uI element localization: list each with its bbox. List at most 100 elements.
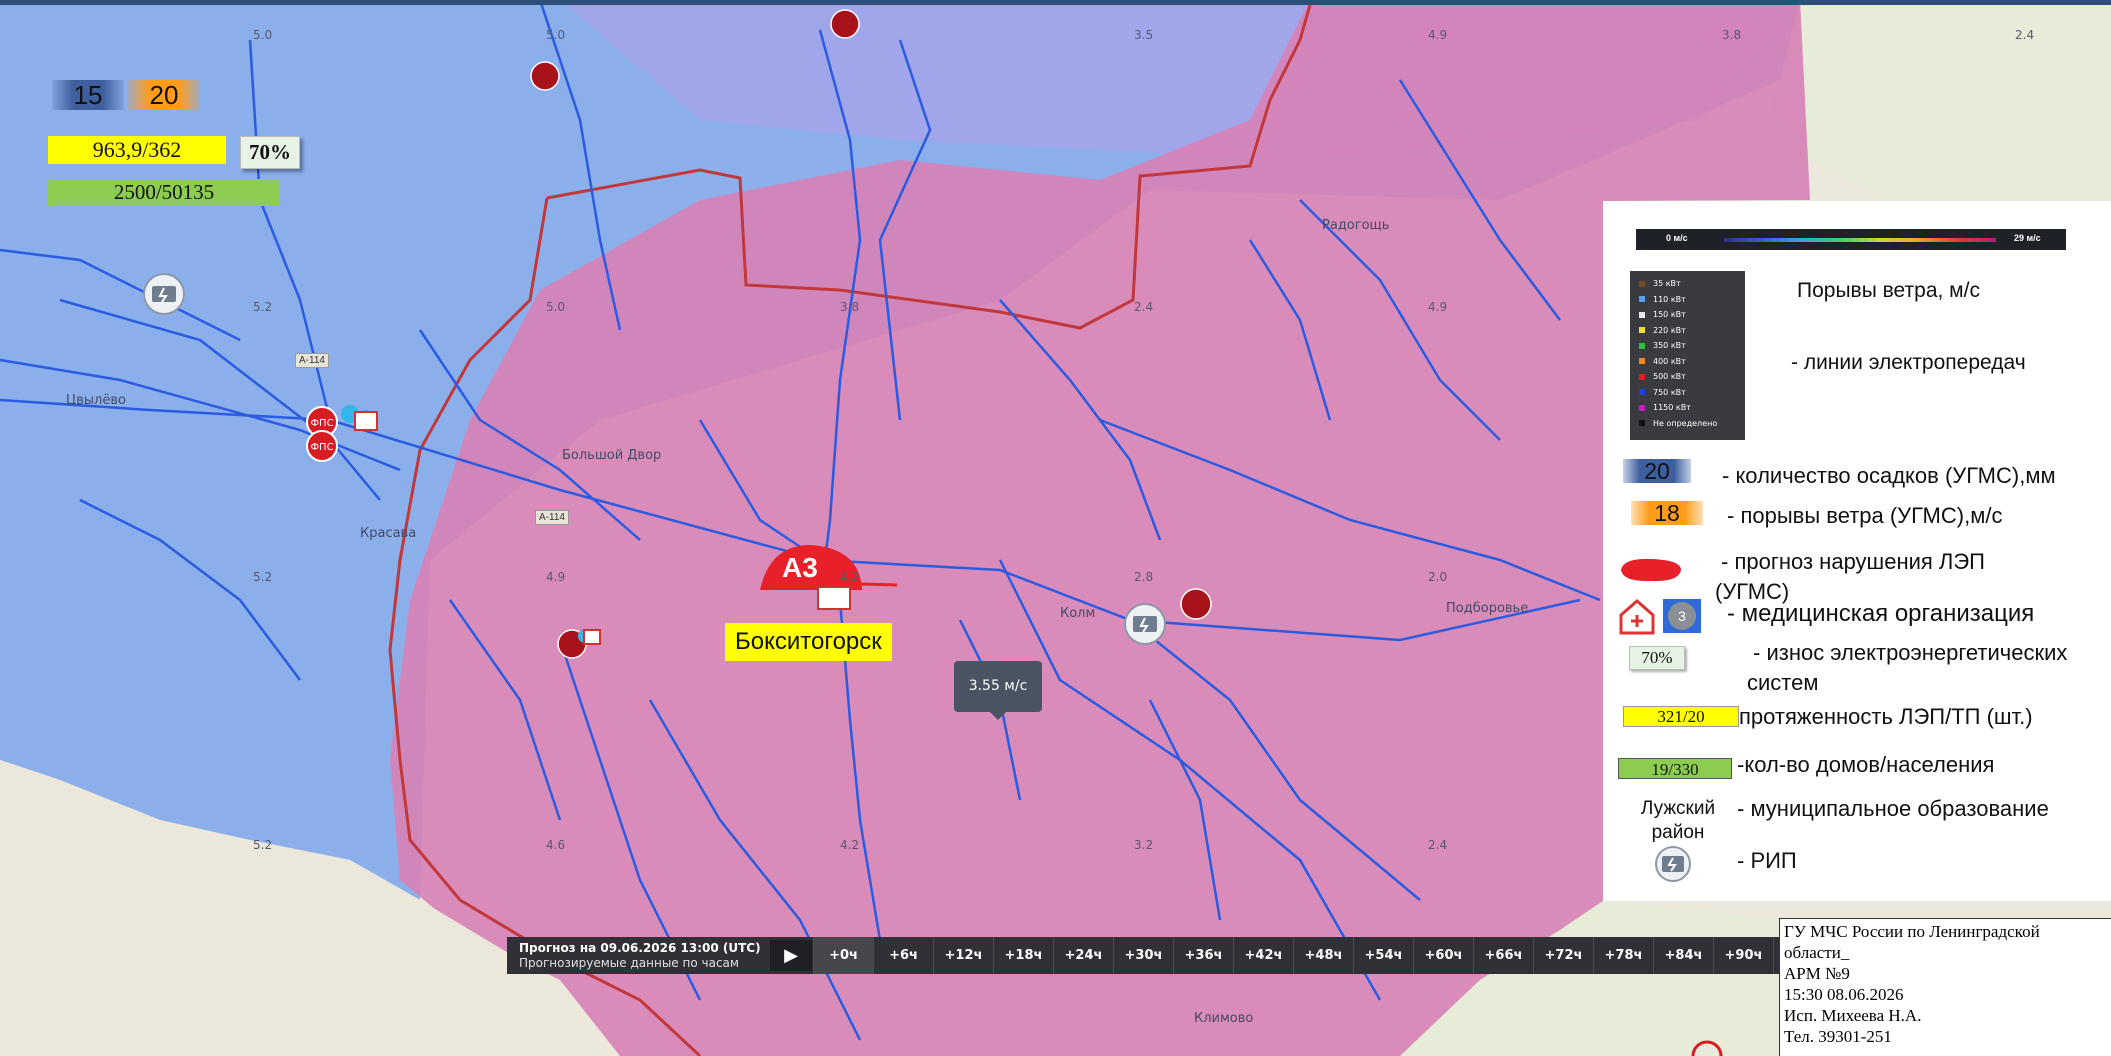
- timeline-step[interactable]: +48ч: [1293, 937, 1353, 974]
- lep-level-row: 500 кВт: [1639, 372, 1686, 381]
- wind-grid-label: 4.2: [840, 838, 860, 852]
- town-label: Климово: [1194, 1011, 1254, 1026]
- info-stamp: ГУ МЧС России по Ленинградской области_ …: [1779, 918, 2111, 1056]
- wind-grid-label: 2.4: [2015, 28, 2035, 42]
- houses-sample: 19/330: [1618, 758, 1732, 779]
- lep-level-row: Не определено: [1639, 419, 1717, 428]
- timeline-step[interactable]: +66ч: [1473, 937, 1533, 974]
- precip-badge: 15: [52, 80, 124, 110]
- lep-level-label: Не определено: [1653, 418, 1718, 428]
- wind-grid-label: 2.0: [1428, 570, 1448, 584]
- town-label: Радогощь: [1322, 218, 1390, 233]
- wind-grid-label: 5.0: [546, 28, 566, 42]
- stamp-line: ГУ МЧС России по Ленинградской: [1784, 922, 2040, 941]
- wind-grid-label: 4.2: [840, 570, 860, 584]
- wind-grid-label: 3.8: [1722, 28, 1742, 42]
- forecast-sub-label: Прогнозируемые данные по часам: [519, 956, 739, 970]
- wind-grid-label: 5.2: [253, 300, 273, 314]
- lep-level-label: 500 кВт: [1653, 372, 1686, 381]
- houses-pop-box: 2500/50135: [48, 179, 280, 206]
- precip-sample: 20: [1623, 459, 1691, 483]
- city-label[interactable]: Бокситогорск: [725, 623, 892, 661]
- forecast-blob-icon: [1621, 558, 1681, 582]
- rip-legend-text: - РИП: [1737, 848, 1797, 873]
- lep-swatch: [1639, 280, 1645, 287]
- lep-swatch: [1639, 342, 1645, 349]
- gradient-max-label: 29 м/с: [2014, 233, 2041, 243]
- stamp-line: 15:30 08.06.2026: [1784, 985, 1904, 1004]
- wind-grid-label: 4.9: [1428, 300, 1448, 314]
- lep-swatch: [1639, 311, 1645, 318]
- timeline-step[interactable]: +84ч: [1653, 937, 1713, 974]
- lep-level-label: 110 кВт: [1653, 294, 1686, 304]
- top-bar: [0, 0, 2111, 5]
- gradient-min-label: 0 м/с: [1666, 233, 1688, 243]
- lep-level-row: 1150 кВт: [1639, 403, 1691, 412]
- lep-level-label: 400 кВт: [1653, 356, 1686, 366]
- lep-sample: 321/20: [1623, 706, 1739, 727]
- gradient-ramp: [1724, 238, 1996, 242]
- timeline-step[interactable]: +6ч: [873, 937, 933, 974]
- stamp-line: области_: [1784, 943, 1850, 962]
- timeline-step[interactable]: +90ч: [1713, 937, 1773, 974]
- svg-text:ФПС: ФПС: [310, 418, 333, 429]
- lep-swatch: [1639, 296, 1645, 302]
- wind-grid-label: 4.6: [546, 838, 566, 852]
- timeline-step[interactable]: +60ч: [1413, 937, 1473, 974]
- houses-legend-text: -кол-во домов/населения: [1737, 752, 1995, 777]
- timeline-step[interactable]: +24ч: [1053, 937, 1113, 974]
- timeline-step[interactable]: +36ч: [1173, 937, 1233, 974]
- wind-grid-label: 5.2: [253, 570, 273, 584]
- mo-legend-text: - муниципальное образование: [1737, 796, 2049, 821]
- forecast-legend-text2: (УГМС): [1715, 579, 1790, 604]
- timeline-step[interactable]: +18ч: [993, 937, 1053, 974]
- lep-length-text: протяженность ЛЭП/ТП (шт.): [1739, 704, 2033, 729]
- wind-grid-label: 3.5: [1134, 28, 1154, 42]
- district-border: [546, 4, 1312, 330]
- forecast-zone-label: А3: [782, 552, 818, 583]
- wind-grid-label: 4.9: [1428, 28, 1448, 42]
- play-icon[interactable]: ▶: [770, 940, 812, 971]
- lep-swatch: [1639, 373, 1645, 380]
- stamp-line: АРМ №9: [1784, 964, 1850, 983]
- forecast-timeline: Прогноз на 09.06.2026 13:00 (UTC) Прогно…: [507, 937, 1813, 974]
- lep-swatch: [1639, 327, 1645, 333]
- wind-grid-label: 5.0: [546, 300, 566, 314]
- timeline-step[interactable]: +54ч: [1353, 937, 1413, 974]
- wind-legend-text: - порывы ветра (УГМС),м/с: [1727, 503, 2003, 528]
- wind-grid-label: 2.8: [1134, 570, 1154, 584]
- timeline-step[interactable]: +42ч: [1233, 937, 1293, 974]
- wear-legend-text2: систем: [1747, 670, 1819, 695]
- timeline-steps: +0ч+6ч+12ч+18ч+24ч+30ч+36ч+42ч+48ч+54ч+6…: [813, 937, 1833, 974]
- lep-level-label: 750 кВт: [1653, 387, 1686, 397]
- precip-legend-text: - количество осадков (УГМС),мм: [1722, 463, 2056, 488]
- stamp-line: Тел. 39301-251: [1784, 1027, 1892, 1046]
- lep-tp-box: 963,9/362: [48, 136, 226, 164]
- lep-level-row: 220 кВт: [1639, 326, 1686, 335]
- wind-legend-title: Порывы ветра, м/с: [1797, 279, 1980, 302]
- lep-swatch: [1639, 358, 1645, 364]
- rip-icon: [1655, 846, 1691, 882]
- lep-level-label: 220 кВт: [1653, 325, 1686, 335]
- medical-legend-text: - медицинская организация: [1727, 600, 2035, 627]
- wear-box: 70%: [240, 136, 300, 169]
- wind-grid-label: 3.2: [1134, 838, 1154, 852]
- timeline-step[interactable]: +0ч: [813, 937, 873, 974]
- wind-sample: 18: [1631, 501, 1703, 525]
- town-label: Большой Двор: [562, 448, 662, 463]
- timeline-step[interactable]: +12ч: [933, 937, 993, 974]
- timeline-step[interactable]: +30ч: [1113, 937, 1173, 974]
- fps-marker-2: ФПС: [306, 430, 338, 462]
- wind-grid-label: 5.2: [253, 838, 273, 852]
- lep-level-label: 150 кВт: [1653, 310, 1686, 319]
- lep-level-label: 350 кВт: [1653, 341, 1686, 350]
- wear-legend-text: - износ электроэнергетических: [1753, 640, 2068, 665]
- lep-level-row: 750 кВт: [1639, 388, 1686, 397]
- timeline-step[interactable]: +72ч: [1533, 937, 1593, 974]
- lep-level-label: 1150 кВт: [1653, 403, 1691, 412]
- timeline-step[interactable]: +78ч: [1593, 937, 1653, 974]
- town-label: Цвылёво: [66, 393, 126, 408]
- forecast-blob: [760, 545, 862, 590]
- lep-level-row: 350 кВт: [1639, 341, 1686, 350]
